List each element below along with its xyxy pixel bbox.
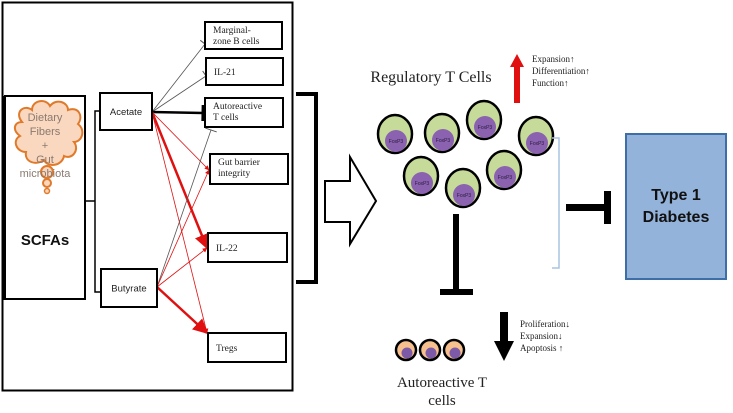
edge-acetate-gutbarrier [151,111,210,171]
treg-bracket [552,137,560,269]
inhibit-diabetes-icon [566,191,611,224]
autoreactive-cells [394,338,466,362]
target-label: Tregs [216,344,238,354]
regulatory-effects: Expansion↑ Differentiation↑ Function↑ [532,54,590,88]
edge-acetate-il21 [151,70,210,113]
regulatory-effect: Expansion↑ [532,54,575,64]
foxp3-label: FoxP3 [457,193,472,199]
treg-cell: FoxP3 [402,155,440,197]
regulatory-title: Regulatory T Cells [370,69,491,86]
scfa-label: SCFAs [21,232,69,249]
treg-cell: FoxP3 [423,112,461,154]
metabolite-label: Butyrate [111,284,146,295]
cloud-text-line: Gut [36,154,54,166]
autoreactive-cell [442,338,466,362]
treg-cell: FoxP3 [517,115,555,157]
autoreactive-effect: Expansion↓ [520,331,563,341]
foxp3-label: FoxP3 [498,175,513,181]
target-label: Marginal- [213,26,251,36]
target-label: zone B cells [213,37,260,47]
cloud-icon [14,100,84,195]
edge-butyrate-il22 [156,247,208,288]
autoreactive-title: Autoreactive T cells [397,375,487,409]
cloud-text-line: + [42,140,48,152]
target-tregs: Tregs [207,332,287,363]
scfa-connector [85,110,101,293]
up-arrow-icon [510,54,524,103]
big-hollow-arrow-icon [324,153,378,248]
regulatory-effect: Differentiation↑ [532,66,590,76]
edge-butyrate-autoreactive [156,127,217,288]
target-label: Gut barrier [218,158,261,168]
autoreactive-effects: Proliferation↓ Expansion↓ Apoptosis ↑ [520,319,570,353]
target-il21: IL-21 [205,57,284,86]
autoreactive-effect: Apoptosis ↑ [520,343,563,353]
target-label: IL-21 [214,68,236,78]
target-il22: IL-22 [207,232,288,263]
autoreactive-effect: Proliferation↓ [520,319,570,329]
diabetes-text-line: Type 1 [651,187,701,204]
type1-diabetes-label: Type 1 Diabetes [643,187,710,226]
metabolite-label: Acetate [110,107,142,118]
edge-acetate-autoreactive [151,104,205,122]
treg-cell: FoxP3 [376,113,414,155]
foxp3-label: FoxP3 [478,125,493,131]
target-marginal: Marginal-zone B cells [204,21,283,50]
type1-diabetes-box [625,133,727,280]
target-label: Autoreactive [213,102,262,112]
foxp3-label: FoxP3 [389,139,404,145]
regulatory-effect: Function↑ [532,78,569,88]
edges [150,39,217,335]
cloud-text-line: microbiota [20,168,72,180]
down-arrow-icon [494,312,514,361]
autoreactive-cell [418,338,442,362]
inhibit-autoreactive-icon [440,214,473,295]
metabolite-acetate: Acetate [99,92,153,131]
cloud-text-line: Dietary [28,112,63,124]
autoreactive-title-line: Autoreactive T [397,375,487,391]
edge-butyrate-tregs [156,286,209,335]
treg-cell: FoxP3 [465,99,503,141]
foxp3-label: FoxP3 [530,141,545,147]
edge-butyrate-gutbarrier [156,169,210,288]
target-label: T cells [213,113,239,123]
edge-acetate-marginal [151,39,211,113]
cloud-text-line: Fibers [30,126,61,138]
target-label: IL-22 [216,244,238,254]
left-bracket [296,92,318,284]
foxp3-label: FoxP3 [415,181,430,187]
autoreactive-cell [394,338,418,362]
target-boxes: Marginal-zone B cellsIL-21AutoreactiveT … [204,21,289,363]
diabetes-text-line: Diabetes [643,209,710,226]
target-label: integrity [218,169,250,179]
autoreactive-title-line: cells [428,393,456,409]
edge-acetate-il22 [150,111,209,250]
metabolite-butyrate: Butyrate [100,268,158,308]
treg-cell: FoxP3 [444,167,482,209]
treg-cell: FoxP3 [485,149,523,191]
foxp3-label: FoxP3 [436,138,451,144]
